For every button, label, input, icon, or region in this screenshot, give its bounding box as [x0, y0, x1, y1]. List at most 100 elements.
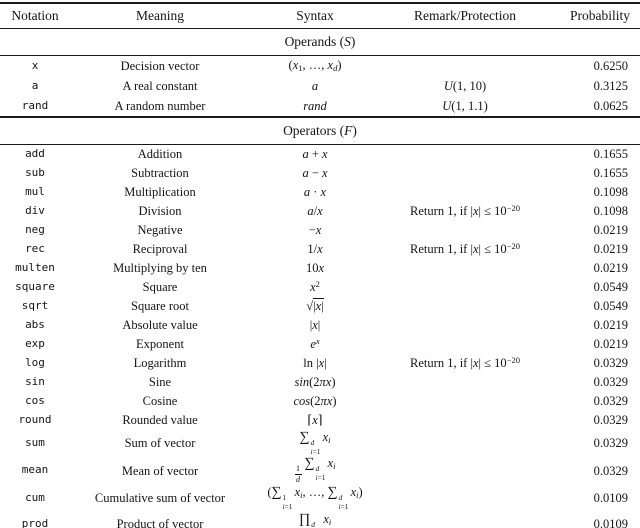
syntax-cell: 10x: [305, 261, 325, 276]
notation-cell: exp: [25, 337, 45, 351]
probability-cell: 0.1655: [593, 166, 628, 181]
syntax-cell: |x|: [309, 318, 321, 333]
remark-cell: [380, 278, 550, 297]
syntax-cell: a − x: [302, 166, 328, 181]
notation-cell: div: [25, 204, 45, 218]
meaning-cell: Subtraction: [131, 166, 189, 181]
probability-cell: 0.1098: [593, 185, 628, 200]
probability-cell: 0.0219: [593, 318, 628, 333]
remark-cell: [380, 335, 550, 354]
notation-cell: sqrt: [21, 299, 49, 313]
remark-cell: [380, 411, 550, 430]
remark-cell: U(1, 10): [443, 78, 487, 93]
probability-cell: 0.3125: [593, 78, 628, 93]
notation-cell: neg: [25, 223, 45, 237]
meaning-cell: A random number: [114, 98, 206, 113]
remark-cell: U(1, 1.1): [442, 98, 488, 113]
probability-cell: 0.0109: [593, 517, 628, 528]
remark-cell: [380, 373, 550, 392]
probability-cell: 0.0109: [593, 491, 628, 506]
meaning-cell: Square: [142, 280, 178, 295]
syntax-cell: a/x: [307, 204, 323, 219]
remark-cell: [380, 221, 550, 240]
meaning-cell: Cosine: [142, 394, 178, 409]
notation-cell: mul: [25, 185, 45, 199]
notation-cell: square: [15, 280, 55, 294]
syntax-cell: sin(2πx): [294, 375, 336, 390]
probability-cell: 0.0329: [593, 375, 628, 390]
meaning-cell: Logarithm: [133, 356, 187, 371]
col-header-notation: Notation: [0, 3, 70, 29]
syntax-cell: ex: [310, 336, 320, 352]
syntax-cell: −x: [308, 223, 322, 238]
syntax-cell: x2: [310, 279, 320, 295]
probability-cell: 0.0219: [593, 337, 628, 352]
probability-cell: 0.0219: [593, 242, 628, 257]
syntax-cell: a · x: [303, 185, 327, 200]
remark-cell: [380, 297, 550, 316]
notation-cell: sub: [25, 166, 45, 180]
syntax-cell: ∏di=1xi: [298, 511, 332, 528]
notation-cell: prod: [21, 517, 49, 528]
meaning-cell: Square root: [131, 299, 189, 314]
col-header-syntax: Syntax: [250, 3, 380, 29]
notation-cell: multen: [15, 261, 55, 275]
notation-cell: x: [31, 58, 39, 72]
notation-cell: cum: [25, 491, 45, 505]
section-header-row: Operands (S): [0, 28, 640, 56]
meaning-cell: A real constant: [122, 78, 198, 93]
remark-cell: [380, 259, 550, 278]
probability-cell: 0.0329: [593, 463, 628, 478]
remark-cell: Return 1, if |x| ≤ 10−20: [410, 241, 520, 257]
col-header-remark-protection: Remark/Protection: [380, 3, 550, 29]
syntax-cell: (x1, …, xd): [288, 58, 342, 74]
remark-cell: [380, 316, 550, 335]
meaning-cell: Reciproval: [132, 242, 188, 257]
meaning-cell: Product of vector: [116, 517, 204, 528]
col-header-probability: Probability: [550, 3, 640, 29]
notation-cell: abs: [25, 318, 45, 332]
remark-cell: Return 1, if |x| ≤ 10−20: [410, 355, 520, 371]
notation-cell: mean: [21, 463, 49, 477]
syntax-cell: ⌈x⌉: [307, 413, 323, 428]
meaning-cell: Cumulative sum of vector: [94, 491, 226, 506]
notation-cell: log: [25, 356, 45, 370]
probability-cell: 0.0219: [593, 223, 628, 238]
syntax-cell: cos(2πx): [293, 394, 337, 409]
col-header-meaning: Meaning: [70, 3, 250, 29]
notation-cell: rec: [25, 242, 45, 256]
probability-cell: 0.0549: [593, 299, 628, 314]
probability-cell: 0.0625: [593, 98, 628, 113]
probability-cell: 0.0329: [593, 394, 628, 409]
notation-cell: sin: [25, 375, 45, 389]
meaning-cell: Multiplying by ten: [113, 261, 207, 276]
remark-cell: [380, 145, 550, 165]
section-title: Operands (S): [0, 28, 640, 56]
notation-cell: rand: [21, 98, 49, 112]
meaning-cell: Addition: [137, 147, 183, 162]
remark-cell: [380, 512, 550, 528]
notation-cell: a: [31, 78, 39, 92]
syntax-cell: a: [311, 78, 319, 93]
remark-cell: [380, 392, 550, 411]
remark-cell: [380, 183, 550, 202]
